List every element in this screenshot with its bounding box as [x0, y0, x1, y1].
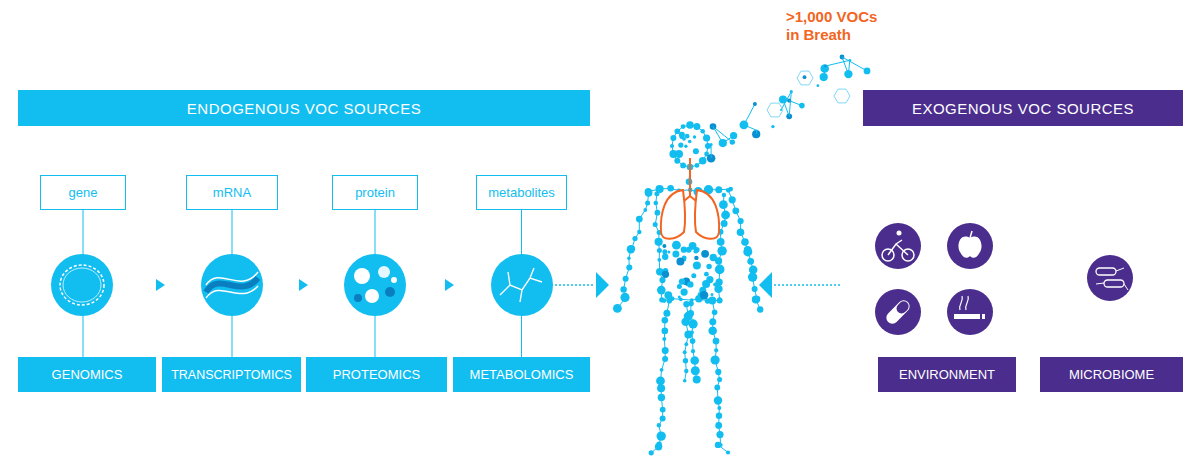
node-text: MICROBIOME [1069, 367, 1154, 382]
node-text: gene [69, 185, 98, 200]
omics-band: METABOLOMICS [453, 357, 590, 392]
environment-icons [875, 223, 993, 335]
omics-band: PROTEOMICS [306, 357, 447, 392]
node-text: ENDOGENOUS VOC SOURCES [187, 100, 421, 117]
omics-band: GENOMICS [18, 357, 156, 392]
level-box: gene [40, 175, 126, 210]
level-box: metabolites [476, 175, 567, 210]
node-text: ENVIRONMENT [899, 367, 995, 382]
source-band: MICROBIOME [1040, 357, 1183, 392]
omics-circles [51, 254, 553, 316]
node-text: protein [355, 185, 395, 200]
node-text: GENOMICS [52, 367, 123, 382]
human-figure [613, 121, 763, 455]
section-band: EXOGENOUS VOC SOURCES [863, 90, 1183, 126]
lungs [661, 158, 719, 239]
source-band: ENVIRONMENT [878, 357, 1016, 392]
node-text: PROTEOMICS [333, 367, 420, 382]
voc-count-label: >1,000 VOCs in Breath [786, 8, 890, 44]
node-text: mRNA [213, 185, 251, 200]
section-band: ENDOGENOUS VOC SOURCES [18, 90, 590, 126]
node-text: METABOLOMICS [470, 367, 574, 382]
node-text: EXOGENOUS VOC SOURCES [912, 100, 1134, 117]
node-text: metabolites [488, 185, 554, 200]
omics-band: TRANSCRIPTOMICS [162, 357, 301, 392]
microbiome-icon [1087, 255, 1133, 301]
level-box: protein [332, 175, 418, 210]
level-box: mRNA [186, 175, 278, 210]
node-text: TRANSCRIPTOMICS [171, 368, 292, 382]
flow-arrows [156, 272, 609, 298]
voc-molecules [707, 55, 871, 163]
